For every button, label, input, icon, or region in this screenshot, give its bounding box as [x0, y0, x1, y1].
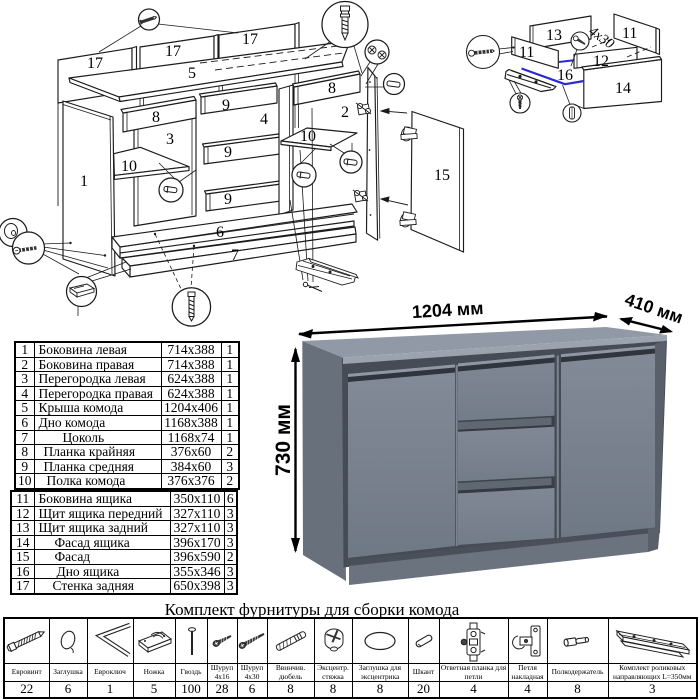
- svg-text:17: 17: [165, 43, 181, 60]
- svg-text:11: 11: [622, 25, 637, 42]
- svg-text:5: 5: [188, 65, 196, 82]
- svg-text:9: 9: [222, 97, 230, 114]
- svg-text:3: 3: [166, 131, 174, 148]
- svg-text:14: 14: [615, 80, 631, 97]
- svg-text:16: 16: [557, 67, 573, 84]
- svg-text:8: 8: [152, 109, 160, 126]
- svg-text:15: 15: [434, 167, 450, 184]
- svg-text:12: 12: [593, 53, 609, 70]
- svg-text:11: 11: [519, 44, 534, 61]
- svg-text:10: 10: [300, 128, 316, 145]
- svg-text:4: 4: [260, 111, 268, 128]
- svg-text:17: 17: [242, 31, 258, 48]
- svg-text:9: 9: [224, 144, 232, 161]
- svg-text:1: 1: [80, 173, 88, 190]
- svg-text:13: 13: [546, 27, 562, 44]
- svg-text:1204 мм: 1204 мм: [411, 298, 484, 322]
- svg-text:10: 10: [121, 158, 137, 175]
- svg-text:4х30: 4х30: [586, 24, 617, 52]
- svg-text:730 мм: 730 мм: [272, 404, 295, 476]
- svg-text:7: 7: [231, 247, 239, 264]
- svg-text:8: 8: [328, 80, 336, 97]
- svg-text:6: 6: [216, 224, 224, 241]
- svg-text:9: 9: [224, 191, 232, 208]
- svg-text:17: 17: [87, 55, 103, 72]
- svg-text:2: 2: [341, 104, 349, 121]
